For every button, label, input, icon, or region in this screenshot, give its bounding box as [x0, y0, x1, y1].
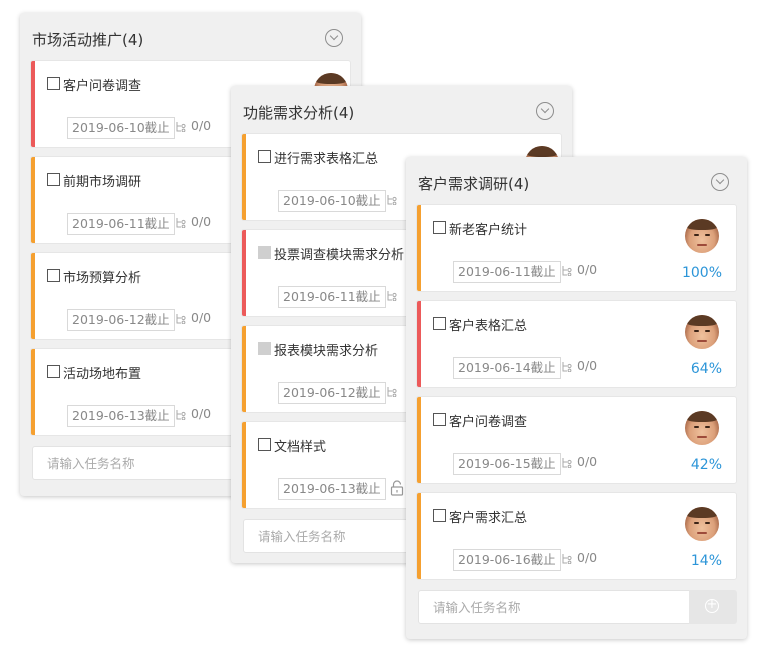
subtask-count: 0/0: [577, 358, 598, 373]
task-name: 投票调查模块需求分析: [274, 248, 405, 263]
progress-percent: 14%: [690, 553, 722, 569]
subtask-icon: [176, 410, 186, 420]
deadline-badge: 2019-06-11截止: [278, 286, 386, 308]
priority-stripe: [242, 326, 246, 412]
column-header: 客户需求调研(4): [406, 157, 747, 207]
column-requirements: 功能需求分析(4) 进行需求表格汇总 2019-06-10截止 投票调查模块需求…: [231, 86, 572, 563]
deadline-badge: 2019-06-14截止: [453, 357, 561, 379]
task-card[interactable]: 新老客户统计 2019-06-11截止 0/0 100%: [416, 204, 737, 292]
deadline-badge: 2019-06-11截止: [67, 213, 175, 235]
subtask-count: 0/0: [577, 550, 598, 565]
deadline-badge: 2019-06-16截止: [453, 549, 561, 571]
task-checkbox[interactable]: [47, 269, 60, 282]
assignee-avatar[interactable]: [685, 411, 719, 445]
priority-stripe: [417, 397, 421, 483]
column-title: 功能需求分析(4): [243, 104, 355, 122]
deadline-badge: 2019-06-13截止: [67, 405, 175, 427]
task-name: 客户问卷调查: [63, 79, 142, 94]
priority-stripe: [31, 157, 35, 243]
deadline-badge: 2019-06-15截止: [453, 453, 561, 475]
subtask-count: 0/0: [191, 118, 212, 133]
column-header: 功能需求分析(4): [231, 86, 572, 136]
subtask-count: 0/0: [191, 310, 212, 325]
chevron-down-icon[interactable]: [536, 102, 554, 120]
priority-stripe: [242, 230, 246, 316]
task-card[interactable]: 客户表格汇总 2019-06-14截止 0/0 64%: [416, 300, 737, 388]
task-checkbox[interactable]: [433, 413, 446, 426]
priority-stripe: [417, 301, 421, 387]
task-checkbox[interactable]: [47, 77, 60, 90]
priority-stripe: [31, 61, 35, 147]
subtask-icon: [562, 554, 572, 564]
task-checkbox[interactable]: [258, 438, 271, 451]
subtask-icon: [562, 266, 572, 276]
deadline-badge: 2019-06-12截止: [67, 309, 175, 331]
subtask-icon: [562, 458, 572, 468]
task-name: 报表模块需求分析: [274, 344, 379, 359]
subtask-icon: [176, 314, 186, 324]
task-name: 进行需求表格汇总: [274, 152, 379, 167]
task-checkbox[interactable]: [433, 509, 446, 522]
task-name: 客户需求汇总: [449, 511, 528, 526]
task-card[interactable]: 客户需求汇总 2019-06-16截止 0/0 14%: [416, 492, 737, 580]
new-task-input[interactable]: [418, 590, 690, 624]
subtask-count: 0/0: [577, 454, 598, 469]
deadline-badge: 2019-06-10截止: [67, 117, 175, 139]
progress-percent: 42%: [690, 457, 722, 473]
task-name: 新老客户统计: [449, 223, 528, 238]
progress-percent: 64%: [690, 361, 722, 377]
column-title: 市场活动推广(4): [32, 31, 144, 49]
priority-stripe: [417, 205, 421, 291]
priority-stripe: [31, 253, 35, 339]
chevron-down-icon[interactable]: [711, 173, 729, 191]
task-checkbox[interactable]: [47, 173, 60, 186]
task-name: 客户问卷调查: [449, 415, 528, 430]
subtask-icon: [387, 195, 397, 205]
chevron-down-icon[interactable]: [325, 29, 343, 47]
task-checkbox: [258, 246, 271, 259]
priority-stripe: [417, 493, 421, 579]
task-checkbox: [258, 342, 271, 355]
task-name: 客户表格汇总: [449, 319, 528, 334]
priority-stripe: [242, 134, 246, 220]
deadline-badge: 2019-06-10截止: [278, 190, 386, 212]
progress-percent: 100%: [681, 265, 722, 281]
column-header: 市场活动推广(4): [20, 13, 361, 63]
subtask-icon: [176, 218, 186, 228]
task-checkbox[interactable]: [433, 317, 446, 330]
subtask-icon: [387, 291, 397, 301]
deadline-badge: 2019-06-11截止: [453, 261, 561, 283]
subtask-icon: [176, 122, 186, 132]
assignee-avatar[interactable]: [685, 315, 719, 349]
task-checkbox[interactable]: [433, 221, 446, 234]
task-checkbox[interactable]: [258, 150, 271, 163]
lock-icon: [390, 480, 404, 496]
deadline-badge: 2019-06-13截止: [278, 478, 386, 500]
task-name: 文档样式: [274, 440, 327, 455]
task-name: 前期市场调研: [63, 175, 142, 190]
task-card[interactable]: 客户问卷调查 2019-06-15截止 0/0 42%: [416, 396, 737, 484]
subtask-count: 0/0: [577, 262, 598, 277]
column-customer-research: 客户需求调研(4) 新老客户统计 2019-06-11截止 0/0 100% 客…: [406, 157, 747, 639]
assignee-avatar[interactable]: [685, 507, 719, 541]
subtask-icon: [562, 362, 572, 372]
task-name: 活动场地布置: [63, 367, 142, 382]
subtask-count: 0/0: [191, 406, 212, 421]
column-title: 客户需求调研(4): [418, 175, 530, 193]
deadline-badge: 2019-06-12截止: [278, 382, 386, 404]
subtask-count: 0/0: [191, 214, 212, 229]
add-task-button[interactable]: [689, 590, 737, 624]
priority-stripe: [242, 422, 246, 508]
task-checkbox[interactable]: [47, 365, 60, 378]
task-name: 市场预算分析: [63, 271, 142, 286]
subtask-icon: [387, 387, 397, 397]
assignee-avatar[interactable]: [685, 219, 719, 253]
priority-stripe: [31, 349, 35, 435]
